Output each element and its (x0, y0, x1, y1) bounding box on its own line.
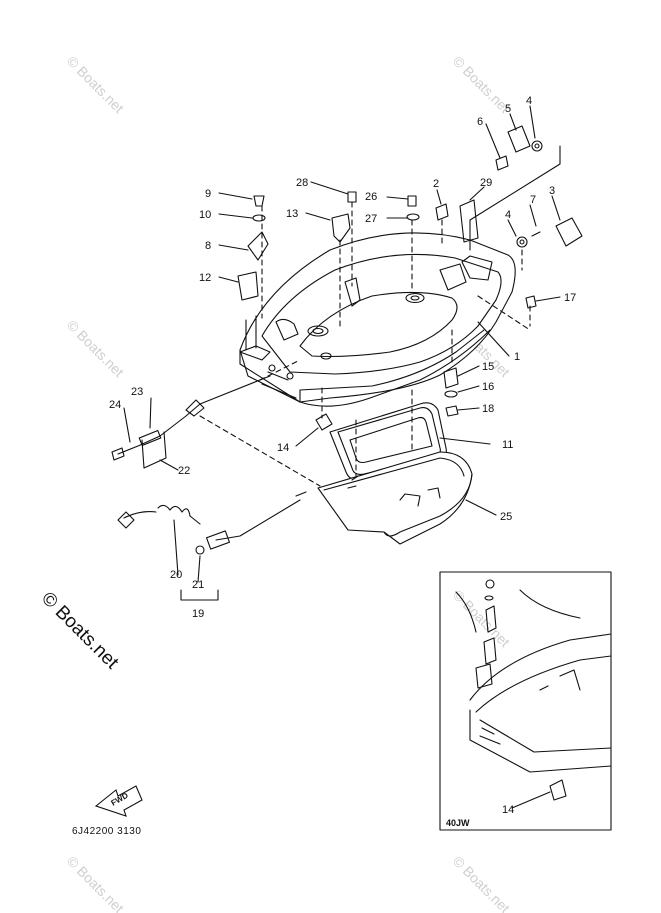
callout-5: 5 (505, 103, 511, 115)
watermark-top-left: © Boats.net (64, 53, 127, 116)
lower-plate (317, 451, 473, 545)
bottom-cowling (239, 232, 516, 407)
callout-14-inset: 14 (502, 804, 514, 816)
callout-11: 11 (502, 439, 513, 451)
watermark-top-right: © Boats.net (450, 53, 513, 116)
callout-19: 19 (192, 608, 204, 620)
callout-9: 9 (205, 188, 211, 200)
diagram-code: 6J42200 3130 (72, 826, 142, 837)
watermark-bottom-right: © Boats.net (450, 853, 513, 913)
callout-4-top: 4 (526, 95, 532, 107)
callout-7: 7 (530, 194, 536, 206)
leader-lines (123, 105, 561, 809)
callout-13: 13 (286, 208, 298, 220)
callout-25: 25 (500, 511, 512, 523)
callout-3: 3 (549, 185, 555, 197)
callout-12: 12 (199, 272, 211, 284)
callout-15: 15 (482, 361, 494, 373)
callout-1: 1 (514, 351, 520, 363)
callout-28: 28 (296, 177, 308, 189)
callout-18: 18 (482, 403, 494, 415)
callout-14: 14 (277, 442, 289, 454)
callout-20: 20 (170, 569, 182, 581)
hardware-parts (237, 125, 583, 431)
inset-variant-label: 40JW (446, 818, 470, 828)
watermark-bottom-left: © Boats.net (64, 853, 127, 913)
callout-labels: 1 2 3 4 4 5 6 7 8 9 10 11 12 13 14 14 15… (109, 95, 576, 816)
callout-8: 8 (205, 240, 211, 252)
throttle-cable-22 (111, 375, 271, 469)
dashed-guides (199, 201, 531, 487)
callout-17: 17 (564, 292, 576, 304)
shift-cable-19 (117, 491, 307, 555)
callout-29: 29 (480, 177, 492, 189)
callout-24: 24 (109, 399, 121, 411)
callout-16: 16 (482, 381, 494, 393)
callout-6: 6 (477, 116, 483, 128)
callout-4-right: 4 (505, 209, 511, 221)
callout-2: 2 (433, 178, 439, 190)
callout-26: 26 (365, 191, 377, 203)
callout-23: 23 (131, 386, 143, 398)
callout-21: 21 (192, 579, 204, 591)
fwd-arrow-icon: FWD (94, 785, 143, 817)
watermark-mid-left: © Boats.net (64, 317, 127, 380)
callout-22: 22 (178, 465, 190, 477)
callout-27: 27 (365, 213, 377, 225)
inset-box (439, 571, 612, 831)
callout-10: 10 (199, 209, 211, 221)
